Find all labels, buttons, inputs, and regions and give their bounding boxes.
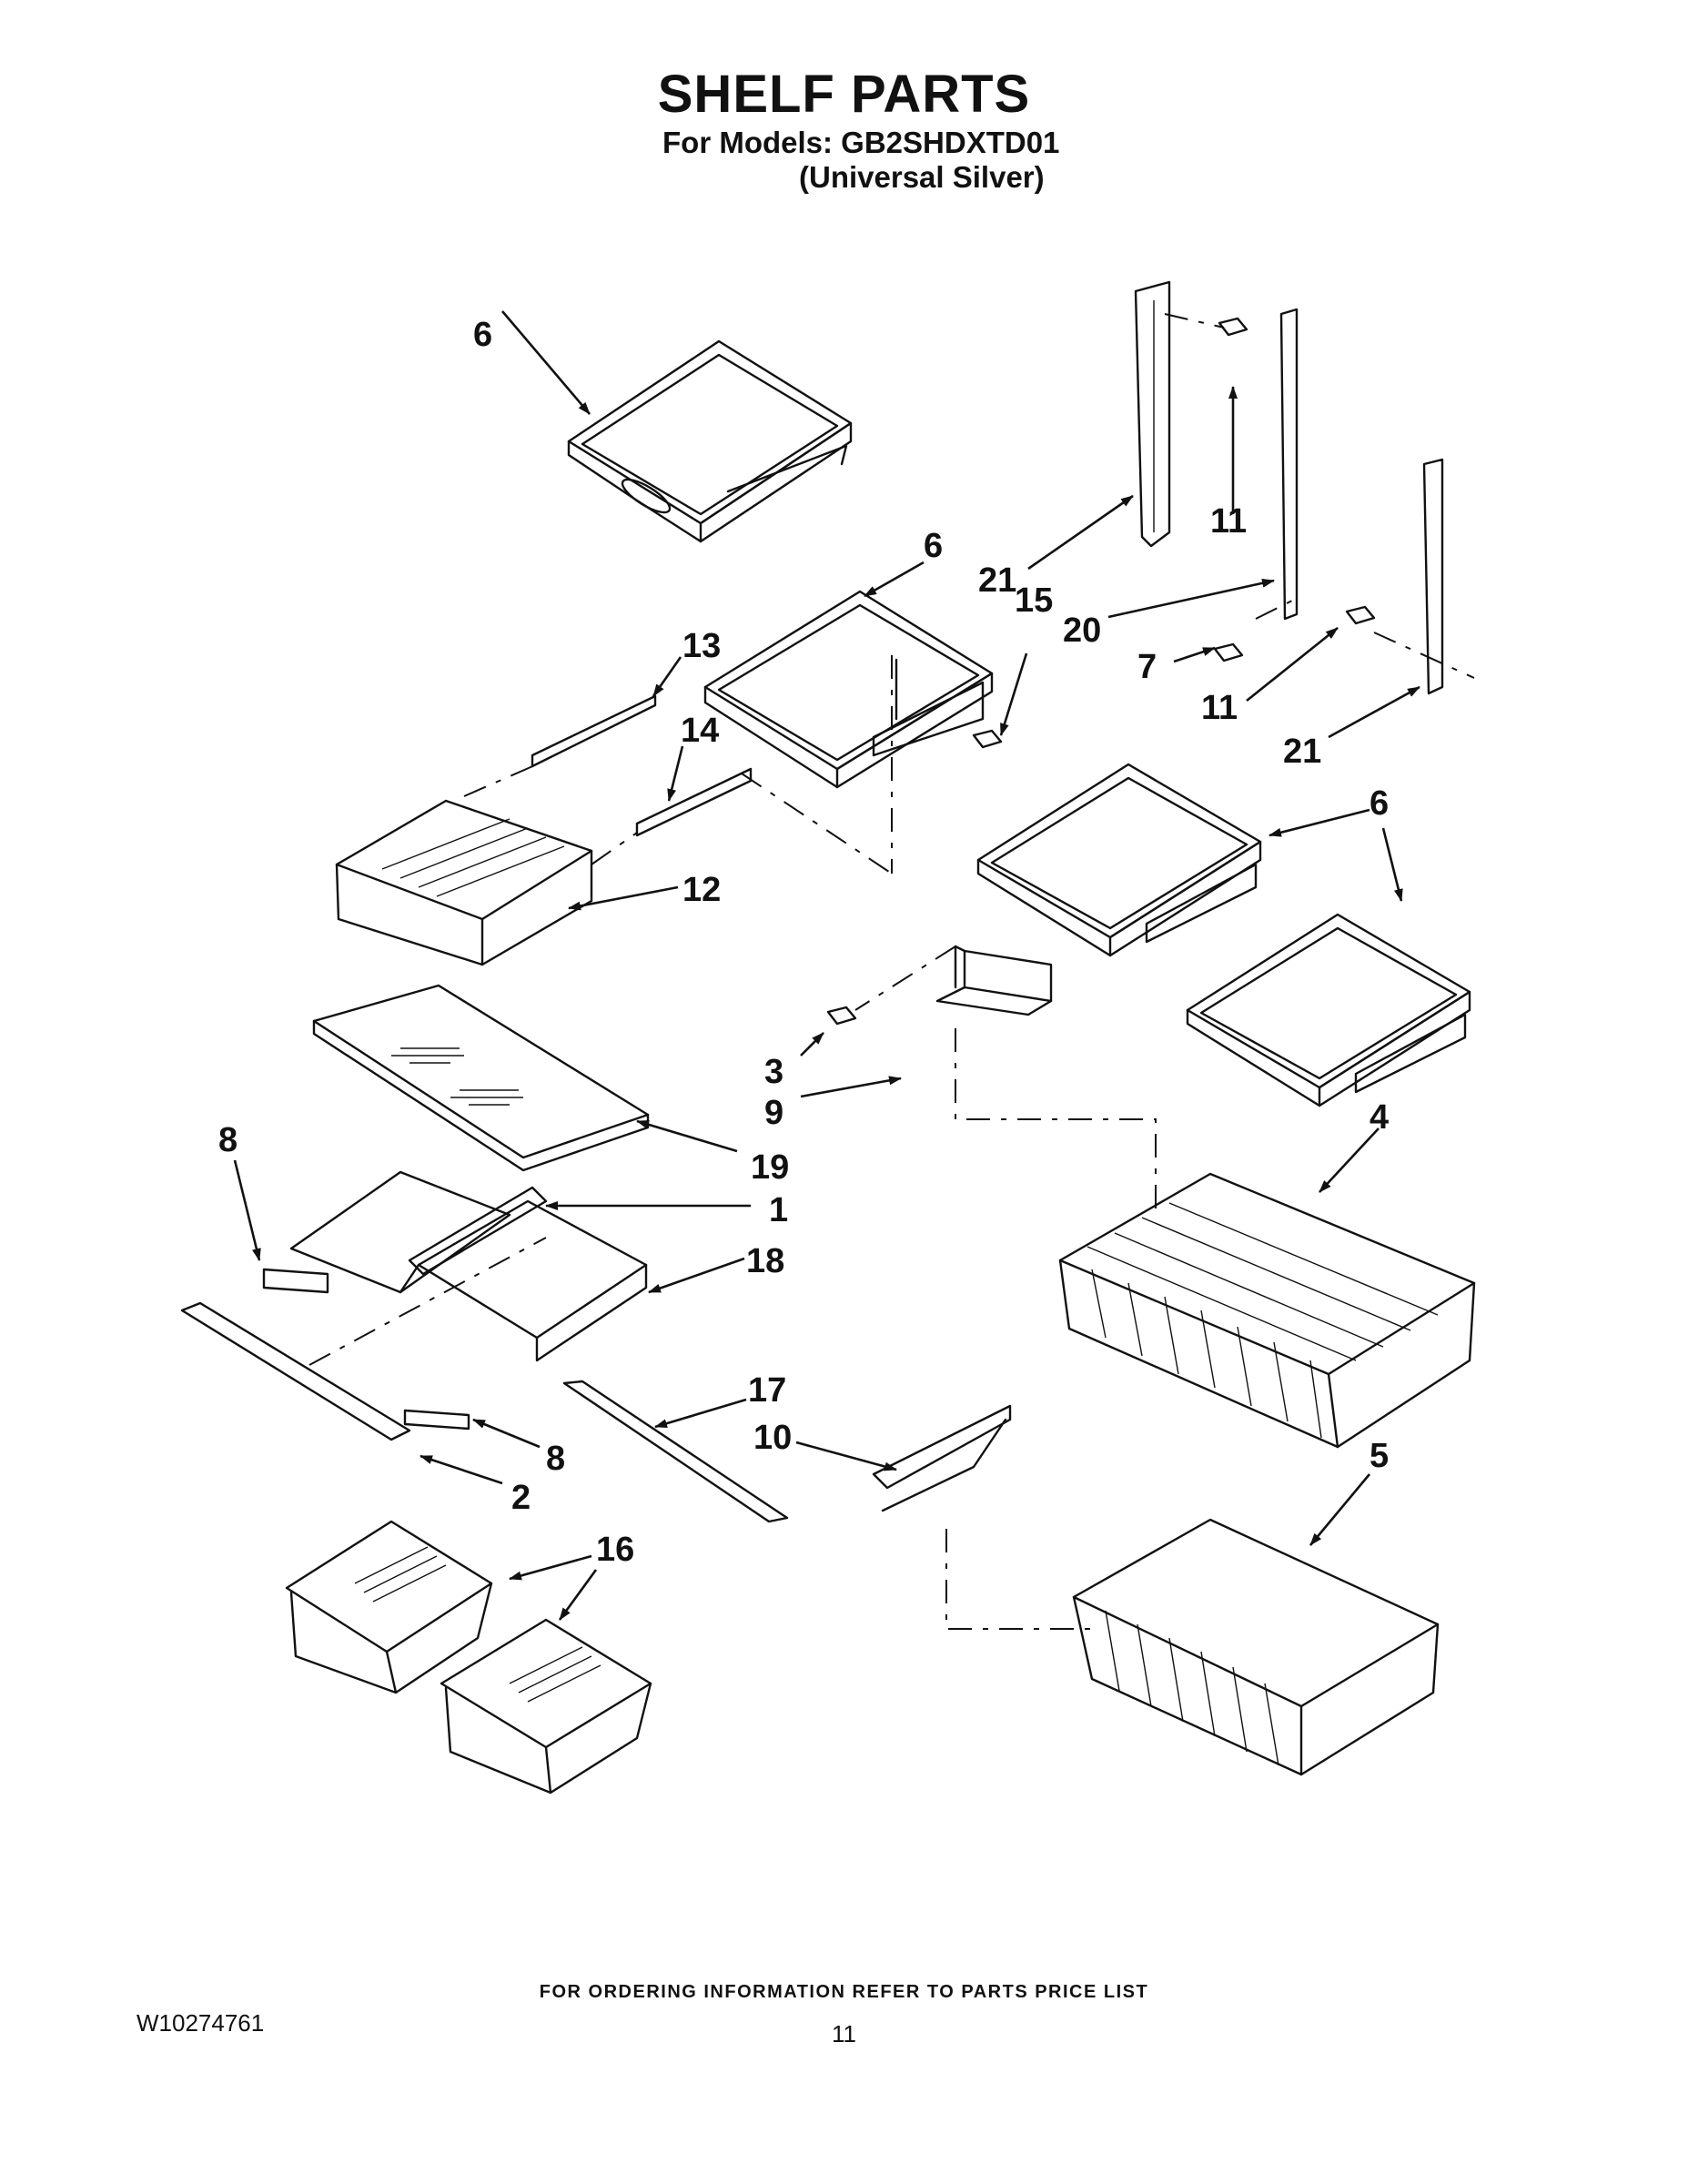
shelf-middle <box>703 590 994 789</box>
shelf-right-upper <box>976 763 1262 957</box>
callout-leaders <box>233 310 1420 1621</box>
wire-basket-upper <box>1058 1172 1476 1449</box>
crisper-drawer-upper <box>335 655 893 966</box>
door-bins <box>854 945 1157 1630</box>
callout-18: 18 <box>746 1242 784 1280</box>
lower-shelf-assembly <box>180 1170 789 1523</box>
callout-15: 15 <box>1015 581 1053 620</box>
callout-13: 13 <box>682 627 721 665</box>
callout-20: 20 <box>1063 612 1101 650</box>
callout-12: 12 <box>682 871 721 909</box>
callout-21-lower: 21 <box>1283 733 1321 771</box>
shelf-upper <box>567 339 853 543</box>
callout-4: 4 <box>1370 1098 1389 1137</box>
wire-basket-lower <box>1072 1518 1440 1776</box>
callout-2: 2 <box>511 1479 531 1517</box>
callout-10: 10 <box>753 1419 792 1457</box>
callout-6-right: 6 <box>1370 784 1389 823</box>
callout-21-top: 21 <box>978 561 1016 600</box>
callout-6-middle: 6 <box>924 527 943 565</box>
callout-17: 17 <box>748 1371 786 1410</box>
callout-9: 9 <box>764 1094 783 1132</box>
color-line: (Universal Silver) <box>799 160 1045 194</box>
document-number: W10274761 <box>136 2009 265 2037</box>
callout-14: 14 <box>681 712 719 750</box>
callout-11-lower: 11 <box>1201 689 1238 727</box>
crisper-bins <box>285 1520 652 1795</box>
model-info: For Models: GB2SHDXTD01 (Universal Silve… <box>662 126 1059 195</box>
callout-7: 7 <box>1137 648 1157 686</box>
callout-19: 19 <box>751 1148 789 1187</box>
shelf-right-lower <box>1186 913 1471 1107</box>
callout-8-left: 8 <box>218 1121 238 1159</box>
callout-8-right: 8 <box>546 1440 565 1478</box>
ordering-note: FOR ORDERING INFORMATION REFER TO PARTS … <box>539 1982 1149 2002</box>
callout-16: 16 <box>596 1531 634 1569</box>
callout-labels: 6 6 11 21 15 20 7 11 21 13 14 12 6 3 9 4… <box>218 316 1389 1569</box>
page-number: 11 <box>832 2020 856 2048</box>
models-line: For Models: GB2SHDXTD01 <box>662 126 1060 159</box>
callout-3: 3 <box>764 1053 783 1091</box>
screws <box>826 317 1376 1026</box>
page-title: SHELF PARTS <box>657 65 1031 124</box>
callout-5: 5 <box>1370 1437 1389 1475</box>
glass-shelf <box>312 984 650 1172</box>
callout-1: 1 <box>769 1191 788 1229</box>
shelf-rails <box>1134 280 1475 695</box>
callout-11-top: 11 <box>1210 502 1247 541</box>
callout-6-top: 6 <box>473 316 492 354</box>
